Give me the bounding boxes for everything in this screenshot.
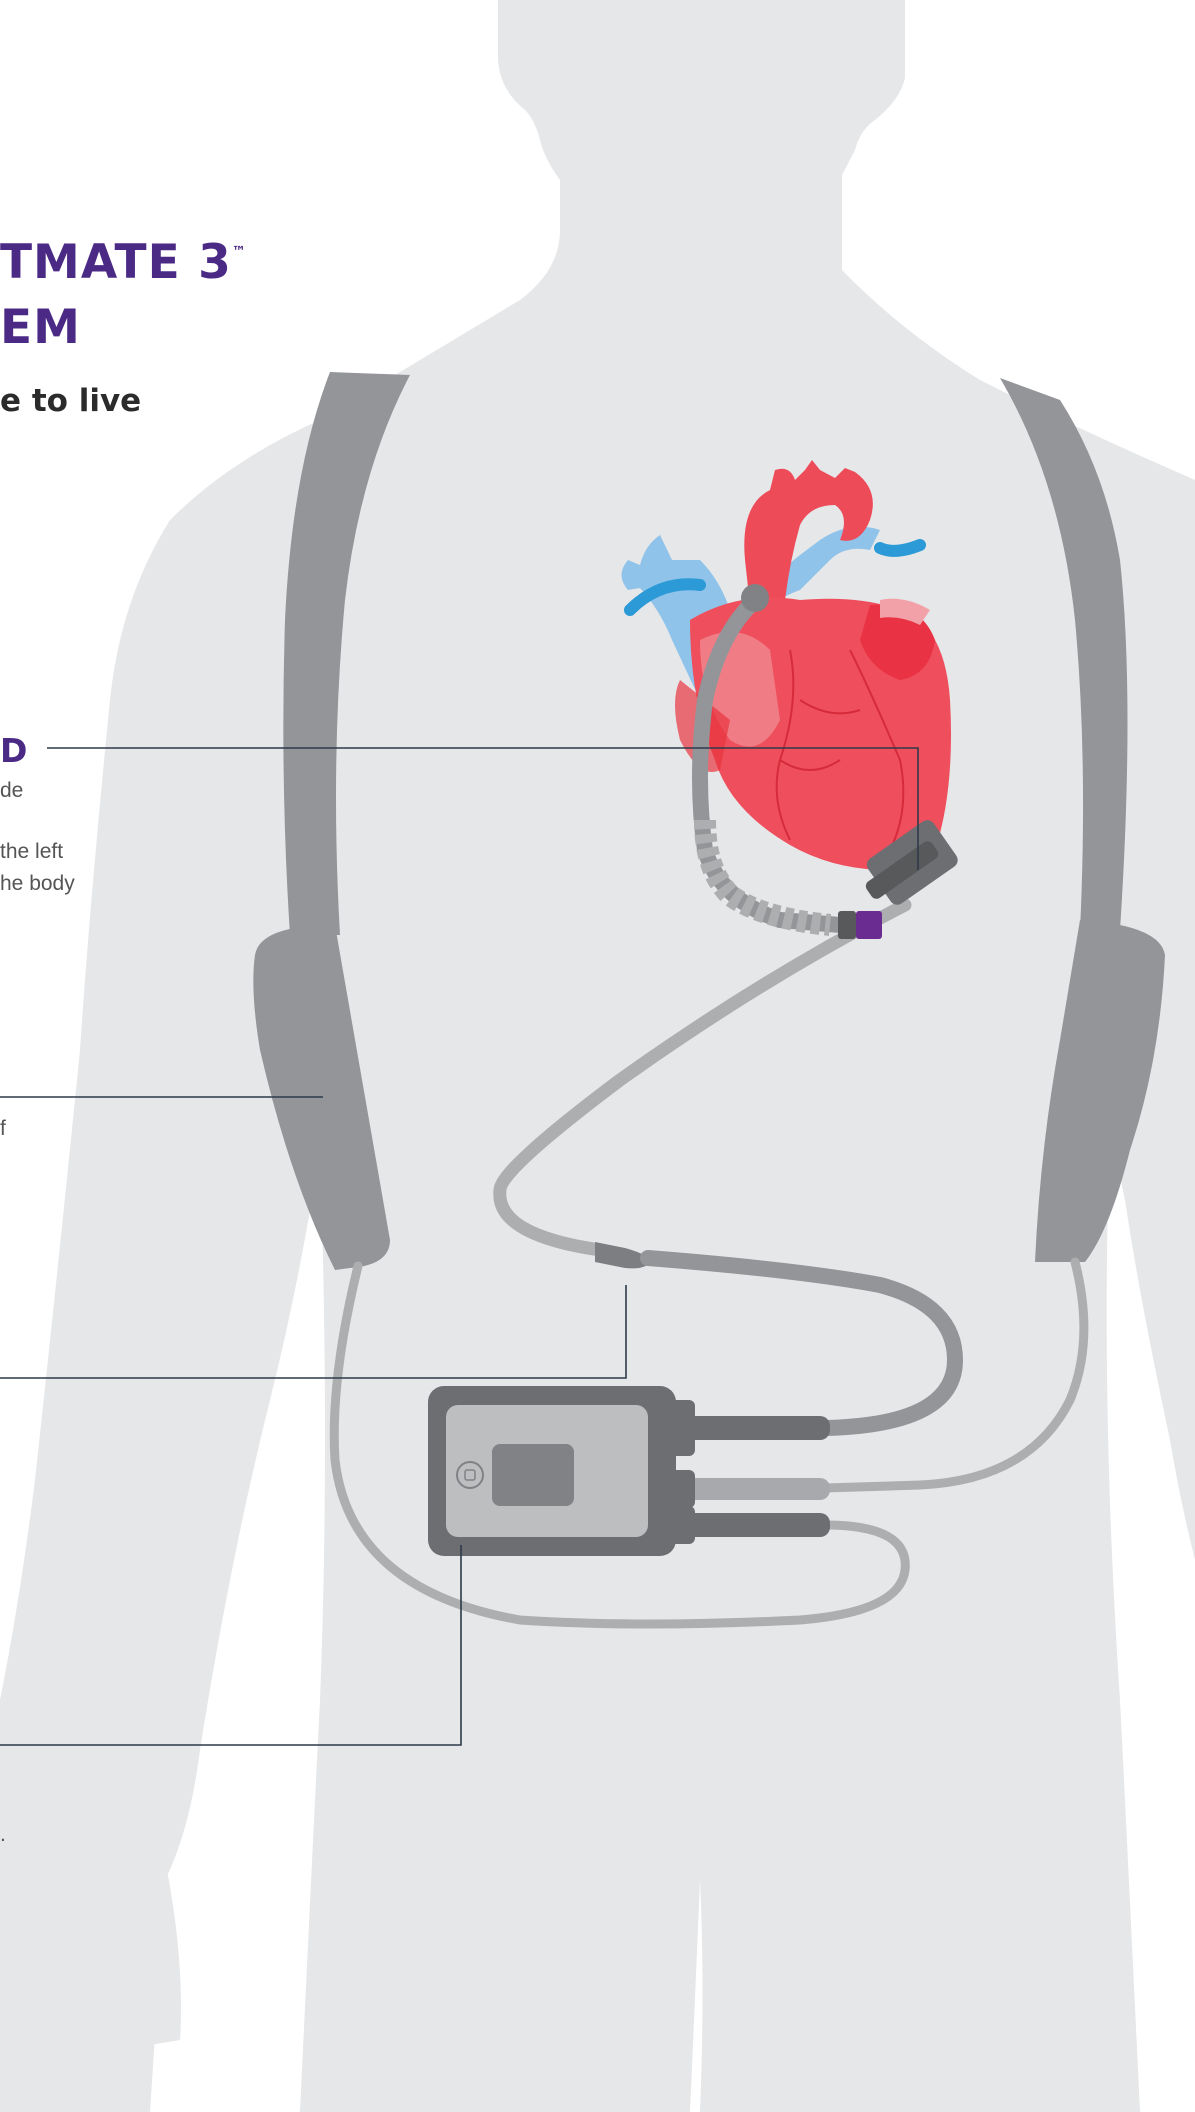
title-line-1-text: TMATE 3 <box>0 235 232 290</box>
controller-plug-mid <box>680 1478 830 1500</box>
pump-callout-line-2: the left <box>0 840 63 864</box>
controller-plug-top <box>680 1416 830 1440</box>
pump-callout-line-3: he body <box>0 872 75 896</box>
heart-pulmonary-right-branch <box>880 545 920 551</box>
controller-plug-bottom <box>680 1513 830 1537</box>
subtitle: e to live <box>0 383 141 419</box>
title-line-1: TMATE 3™ <box>0 235 247 290</box>
title-line-2: EM <box>0 300 81 355</box>
outflow-graft-connector <box>741 584 769 612</box>
pump-callout-line-1: de <box>0 779 23 803</box>
pump-callout-heading: D <box>0 731 27 770</box>
trademark-mark: ™ <box>232 244 247 260</box>
controller-display <box>492 1444 574 1506</box>
holster-callout-line-1: f <box>0 1117 6 1141</box>
pump-purple-ring <box>856 911 882 939</box>
controller-callout-line-1: . <box>0 1823 6 1847</box>
